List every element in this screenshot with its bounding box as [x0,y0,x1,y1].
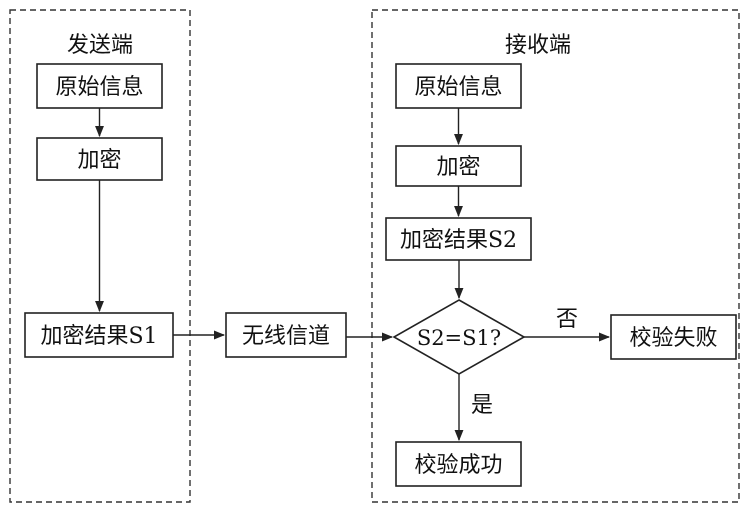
receiver-group-title: 接收端 [505,33,571,58]
receiver-group-box [371,9,740,503]
sender-result-label: 加密结果S1 [40,324,157,349]
edge-label-no: 否 [556,307,578,332]
verify-fail-label: 校验失败 [629,326,717,351]
sender-result-node: 加密结果S1 [24,312,174,358]
wireless-channel-node: 无线信道 [225,312,347,358]
edge-label-yes: 是 [471,393,493,418]
verify-success-label: 校验成功 [414,453,502,478]
receiver-result-node: 加密结果S2 [385,217,532,261]
receiver-encrypt-label: 加密 [436,155,480,180]
sender-encrypt-label: 加密 [77,148,121,173]
sender-original-info-label: 原始信息 [55,75,143,100]
receiver-encrypt-node: 加密 [395,145,522,187]
receiver-original-info-node: 原始信息 [395,63,522,109]
compare-decision-node: S2=S1? [392,299,526,375]
verify-fail-node: 校验失败 [610,314,737,360]
receiver-original-info-label: 原始信息 [414,75,502,100]
sender-encrypt-node: 加密 [36,137,163,181]
sender-group-title: 发送端 [67,33,133,58]
verify-success-node: 校验成功 [395,441,522,487]
receiver-result-label: 加密结果S2 [400,228,517,253]
sender-original-info-node: 原始信息 [36,63,163,109]
wireless-channel-label: 无线信道 [242,324,330,349]
sender-group-box [9,9,191,503]
compare-decision-label: S2=S1? [417,326,501,350]
